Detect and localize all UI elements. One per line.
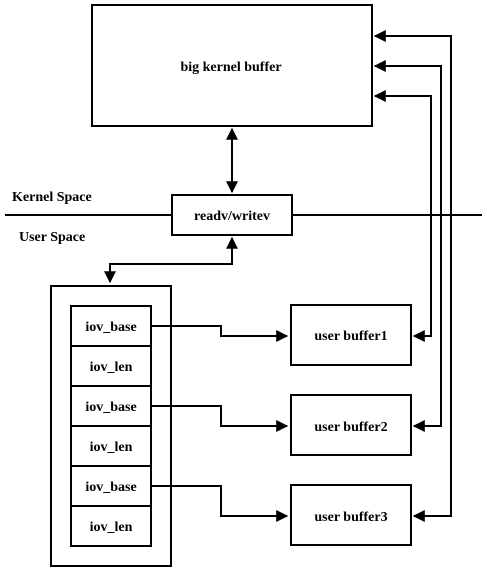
user-space-label: User Space — [19, 230, 85, 245]
iovec-cell-base-2: iov_base — [70, 385, 152, 427]
syscall-iovec-arrow — [104, 236, 238, 284]
iov-base-label: iov_base — [85, 320, 136, 335]
iovec-cell-len-1: iov_len — [70, 345, 152, 387]
iovec-cell-len-2: iov_len — [70, 425, 152, 467]
pointer-arrow-2 — [151, 405, 289, 432]
user-buffer-2: user buffer2 — [290, 394, 412, 456]
user-buffer-label: user buffer3 — [314, 510, 387, 525]
kernel-buffer-box: big kernel buffer — [91, 4, 373, 127]
user-buffer-label: user buffer1 — [314, 329, 387, 344]
pointer-arrow-3 — [151, 485, 289, 522]
iov-base-label: iov_base — [85, 480, 136, 495]
iov-base-label: iov_base — [85, 400, 136, 415]
user-buffer-3: user buffer3 — [290, 484, 412, 546]
pointer-arrow-1 — [151, 325, 289, 342]
iovec-cell-base-3: iov_base — [70, 465, 152, 507]
iov-len-label: iov_len — [90, 440, 133, 455]
kernel-buffer-label: big kernel buffer — [180, 60, 281, 75]
iovec-cell-len-3: iov_len — [70, 505, 152, 547]
iovec-cell-base-1: iov_base — [70, 305, 152, 347]
iov-len-label: iov_len — [90, 520, 133, 535]
kernel-space-label: Kernel Space — [12, 190, 92, 205]
syscall-label: readv/writev — [194, 209, 270, 224]
buffer3-kernel-arrow — [373, 30, 452, 522]
user-buffer-label: user buffer2 — [314, 420, 387, 435]
syscall-box: readv/writev — [171, 194, 293, 236]
iov-len-label: iov_len — [90, 360, 133, 375]
user-buffer-1: user buffer1 — [290, 304, 412, 366]
